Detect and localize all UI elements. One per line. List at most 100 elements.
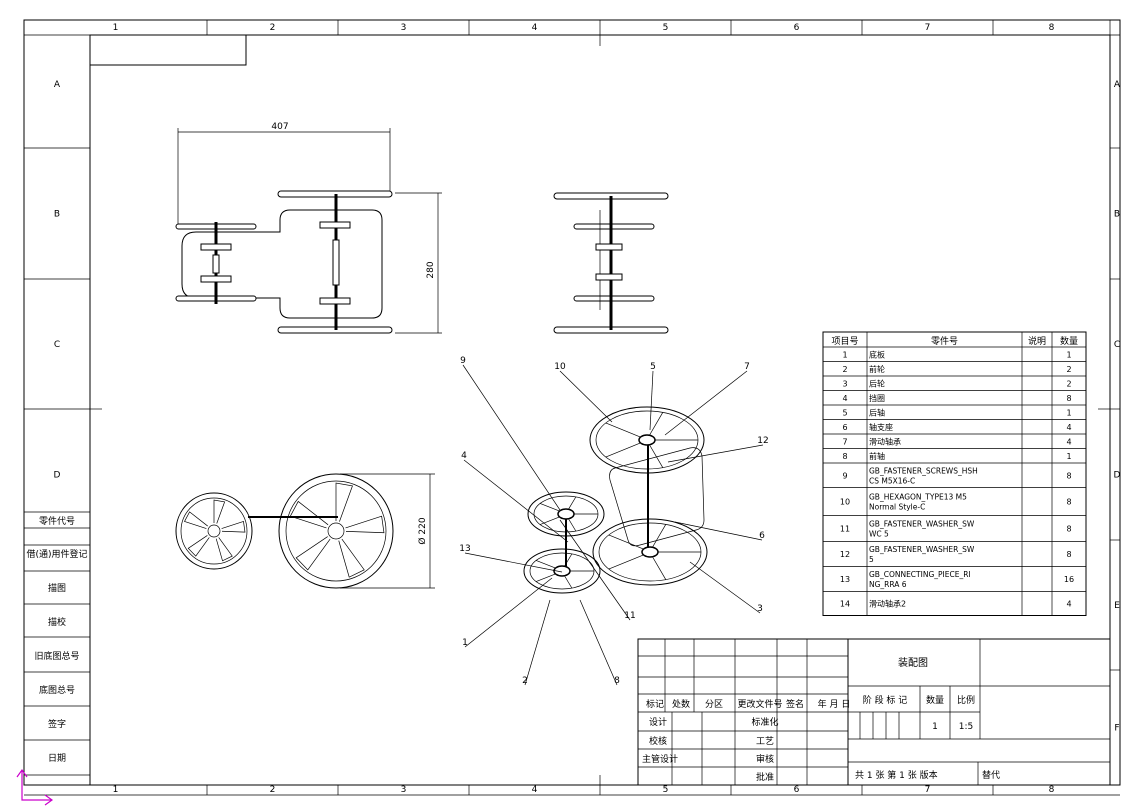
side-label-date: 日期 [48, 753, 66, 764]
bom-part: 后轴 [869, 407, 885, 417]
title-block: 标记 处数 分区 更改文件号 签名 年 月 日 设计 校核 主管设计 标准化 工… [637, 638, 1111, 786]
bom-part: GB_HEXAGON_TYPE13 M5 [869, 493, 967, 502]
bom-part: 底板 [869, 349, 885, 359]
bom-qty: 1 [1066, 452, 1071, 461]
column-label: 3 [401, 785, 407, 795]
bom-qty: 1 [1066, 408, 1071, 417]
bom-part: 前轴 [869, 451, 885, 461]
row-label-right: E [1114, 601, 1120, 611]
bom-qty: 2 [1066, 365, 1071, 374]
dim-diameter: Ø 220 [417, 517, 428, 544]
row-label-left: D [54, 471, 61, 481]
row-label-right: F [1114, 724, 1119, 734]
bom-header: 数量 [1060, 335, 1078, 347]
column-label: 2 [270, 23, 276, 33]
dim-280: 280 [426, 261, 436, 278]
bom-qty: 4 [1066, 600, 1071, 609]
role-check: 校核 [649, 735, 667, 747]
row-label-right: C [1114, 340, 1120, 350]
bom-qty: 4 [1066, 423, 1071, 432]
bom-header: 零件号 [931, 335, 958, 347]
side-label-sign: 签字 [48, 718, 66, 730]
side-panel: 零件代号 借(通)用件登记 描图 描校 旧底图总号 底图总号 签字 日期 [24, 511, 90, 776]
bom-qty: 16 [1064, 575, 1074, 584]
bom-header: 项目号 [831, 336, 858, 347]
rev-header-sign: 签名 [786, 698, 804, 710]
balloon-label: 8 [614, 676, 620, 686]
side-label-trace-check: 描校 [48, 616, 66, 628]
bom-item-no: 10 [840, 498, 850, 507]
side-label-trace: 描图 [48, 582, 66, 594]
side-label-base: 底图总号 [39, 684, 75, 696]
column-label: 8 [1049, 23, 1055, 33]
bom-header: 说明 [1028, 335, 1046, 347]
side-label-old-base: 旧底图总号 [34, 650, 79, 662]
column-label: 7 [925, 785, 931, 795]
bom-part-line2: NG_RRA 6 [869, 580, 907, 589]
column-label: 4 [532, 785, 538, 795]
bom-qty: 8 [1066, 525, 1071, 534]
column-label: 5 [663, 785, 669, 795]
bom-item-no: 6 [842, 423, 847, 432]
bom-item-no: 12 [840, 550, 850, 559]
rev-header-docno: 更改文件号 [737, 698, 782, 710]
bom-qty: 8 [1066, 550, 1071, 559]
balloon-label: 4 [461, 451, 467, 461]
bom-part: GB_CONNECTING_PIECE_RI [869, 570, 971, 579]
balloon-label: 7 [744, 362, 750, 372]
drawing-name: 装配图 [898, 656, 928, 669]
scale-value: 1:5 [959, 722, 973, 732]
bom-item-no: 7 [842, 437, 847, 446]
weight-label: 数量 [926, 694, 944, 706]
side-view [553, 192, 669, 334]
bom-part: 挡圈 [869, 393, 885, 403]
bom-part: 滑动轴承2 [869, 599, 906, 609]
bom-item-no: 8 [842, 452, 847, 461]
column-label: 5 [663, 23, 669, 33]
bom-part: GB_FASTENER_WASHER_SW [869, 545, 975, 554]
role-standard: 标准化 [751, 716, 778, 728]
weight-value: 1 [932, 722, 938, 732]
bom-item-no: 11 [840, 525, 850, 534]
bom-item-no: 14 [840, 600, 850, 609]
bom-qty: 1 [1066, 350, 1071, 359]
role-approve: 批准 [756, 771, 774, 783]
balloon-label: 12 [757, 436, 768, 446]
balloon-label: 11 [624, 611, 635, 621]
row-label-left: B [54, 210, 60, 220]
bom-part-line2: WC 5 [869, 530, 889, 539]
bom-part: GB_FASTENER_SCREWS_HSH [869, 466, 978, 475]
column-label: 3 [401, 23, 407, 33]
column-label: 8 [1049, 785, 1055, 795]
scale-label: 比例 [957, 694, 975, 706]
bom-qty: 8 [1066, 471, 1071, 480]
side-label-borrow: 借(通)用件登记 [26, 548, 87, 560]
row-label-right: B [1114, 210, 1120, 220]
ucs-axis-icon [16, 768, 54, 806]
top-view: 407 280 [175, 122, 442, 334]
bom-part: 滑动轴承 [869, 436, 901, 446]
bom-item-no: 5 [842, 408, 847, 417]
bom-part-line2: CS M5X16-C [869, 476, 915, 485]
rev-header-mark: 标记 [646, 698, 664, 710]
role-process: 工艺 [756, 736, 774, 747]
role-review: 审核 [756, 753, 774, 765]
balloon-label: 5 [650, 362, 656, 372]
rev-header-count: 处数 [672, 698, 690, 710]
balloon-label: 2 [522, 676, 528, 686]
column-label: 2 [270, 785, 276, 795]
bom-item-no: 4 [842, 394, 847, 403]
bom-qty: 8 [1066, 498, 1071, 507]
bom-part-line2: 5 [869, 555, 874, 564]
replace-label: 替代 [982, 769, 1000, 781]
front-view: Ø 220 [175, 473, 435, 589]
balloon-label: 3 [757, 604, 763, 614]
rev-header-zone: 分区 [705, 699, 723, 710]
column-label: 7 [925, 23, 931, 33]
column-label: 6 [794, 785, 800, 795]
